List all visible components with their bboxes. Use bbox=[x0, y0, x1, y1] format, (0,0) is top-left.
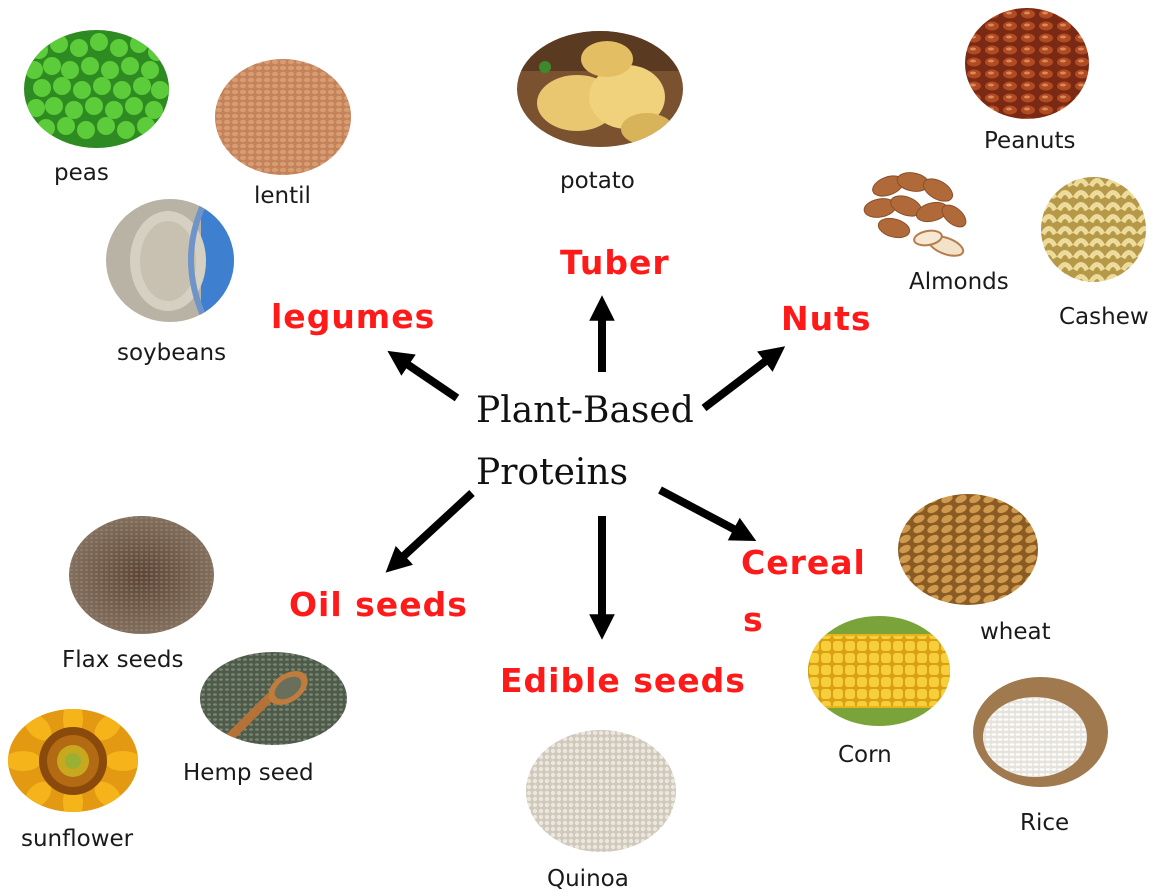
label-cashew: Cashew bbox=[1059, 304, 1149, 330]
label-rice: Rice bbox=[1020, 810, 1069, 836]
title-line-2: Proteins bbox=[476, 442, 694, 504]
category-edible-seeds: Edible seeds bbox=[500, 664, 746, 697]
label-quinoa: Quinoa bbox=[547, 866, 629, 892]
arrow-to-legumes bbox=[398, 358, 457, 398]
peas-photo bbox=[24, 30, 169, 148]
arrow-to-oil-seeds bbox=[395, 493, 472, 564]
almonds-photo bbox=[858, 166, 976, 266]
label-lentil: lentil bbox=[254, 183, 311, 209]
category-oil-seeds: Oil seeds bbox=[289, 588, 468, 621]
label-sunflower: sunflower bbox=[21, 826, 133, 852]
rice-photo bbox=[973, 677, 1108, 787]
cashew-photo bbox=[1041, 177, 1146, 282]
soybeans-photo bbox=[106, 199, 234, 322]
flax-seeds-photo bbox=[69, 516, 214, 634]
label-flax-seeds: Flax seeds bbox=[62, 647, 184, 673]
label-soybeans: soybeans bbox=[117, 340, 226, 366]
label-hemp-seed: Hemp seed bbox=[183, 760, 314, 786]
category-cereals-line1: Cereal bbox=[741, 546, 866, 579]
category-tuber: Tuber bbox=[560, 246, 670, 279]
wheat-photo bbox=[898, 494, 1038, 605]
category-legumes: legumes bbox=[271, 300, 435, 333]
label-corn: Corn bbox=[838, 742, 892, 768]
peanuts-photo bbox=[965, 8, 1089, 119]
label-almonds: Almonds bbox=[909, 269, 1009, 295]
sunflower-photo bbox=[8, 709, 138, 812]
lentil-photo bbox=[215, 59, 351, 175]
center-title: Plant-Based Proteins bbox=[476, 380, 694, 504]
potato-photo bbox=[517, 31, 683, 147]
hemp-seed-photo bbox=[200, 652, 347, 745]
category-nuts: Nuts bbox=[781, 302, 872, 335]
title-line-1: Plant-Based bbox=[476, 380, 694, 442]
arrow-to-nuts bbox=[704, 354, 775, 408]
label-peanuts: Peanuts bbox=[984, 128, 1075, 154]
label-wheat: wheat bbox=[980, 619, 1051, 645]
label-peas: peas bbox=[54, 160, 109, 186]
category-cereals-line2: s bbox=[743, 603, 764, 636]
corn-photo bbox=[808, 616, 950, 726]
label-potato: potato bbox=[560, 168, 635, 194]
quinoa-photo bbox=[526, 730, 676, 852]
